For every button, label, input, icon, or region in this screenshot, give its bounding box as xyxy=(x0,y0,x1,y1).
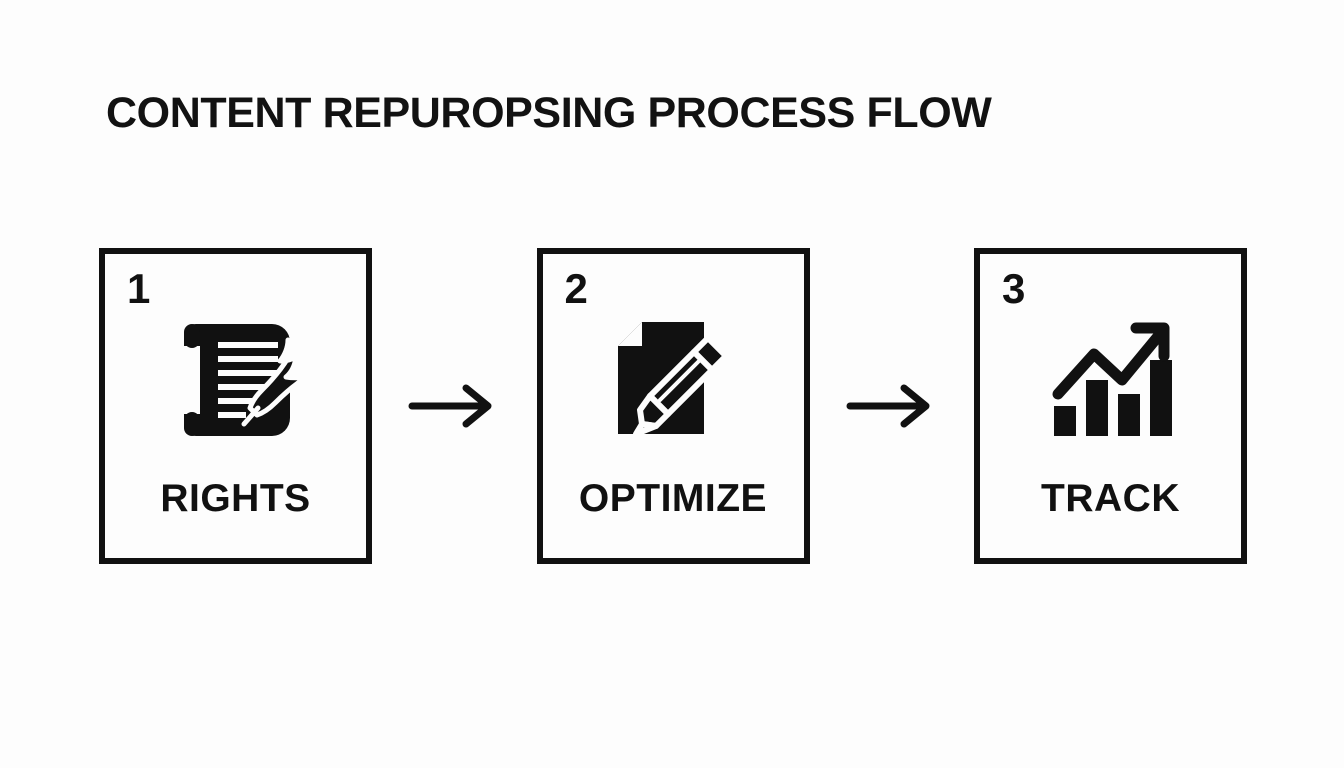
step-number: 3 xyxy=(1002,265,1026,312)
page-title: CONTENT REPUROPSING PROCESS FLOW xyxy=(106,89,992,137)
step-label: TRACK xyxy=(1041,477,1180,520)
step-number: 1 xyxy=(127,265,151,312)
growth-chart-arrow-icon xyxy=(980,310,1241,450)
scroll-quill-icon xyxy=(105,310,366,450)
document-pencil-icon xyxy=(543,310,804,450)
step-number: 2 xyxy=(564,265,588,312)
step-label: OPTIMIZE xyxy=(578,477,768,520)
step-label: RIGHTS xyxy=(160,477,311,520)
process-flow-row: 1 xyxy=(99,248,1247,564)
step-card-optimize[interactable]: 2 OPTIMIZE xyxy=(536,248,810,564)
step-card-rights[interactable]: 1 xyxy=(99,248,372,564)
step-card-track[interactable]: 3 TRACK xyxy=(974,248,1247,564)
arrow-right-icon xyxy=(399,376,509,436)
arrow-right-icon xyxy=(837,376,947,436)
